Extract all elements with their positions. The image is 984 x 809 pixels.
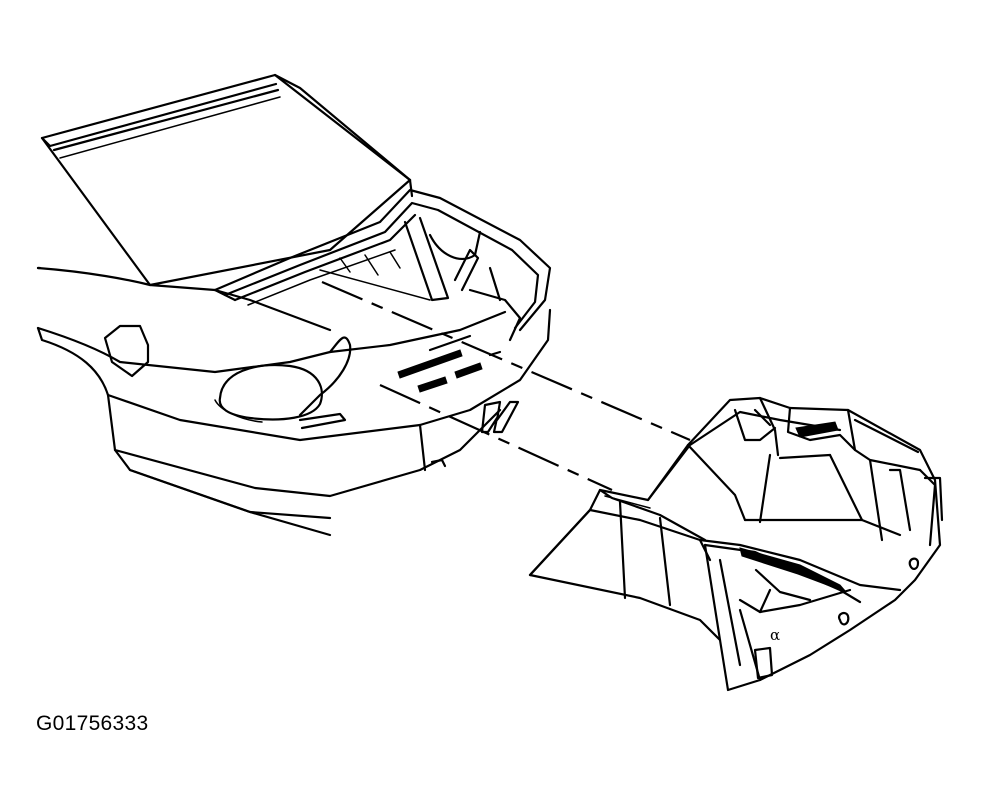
rear-emblem [480, 400, 520, 434]
figure-id-label: G01756333 [36, 712, 149, 735]
part-marking: α [770, 626, 780, 644]
rear-window [40, 73, 412, 287]
rear-reflector-bars [397, 334, 502, 393]
tail-lamp [214, 364, 347, 430]
trunk-inner-structure [319, 216, 522, 342]
tail-panel [36, 308, 552, 537]
trunk-opening-frame [213, 178, 552, 332]
roof-side-line [36, 266, 332, 332]
vehicle-rear-body [36, 73, 552, 537]
exploded-view-lines [321, 280, 691, 492]
trunk-liner-panel [528, 396, 944, 692]
side-marker [103, 324, 150, 378]
